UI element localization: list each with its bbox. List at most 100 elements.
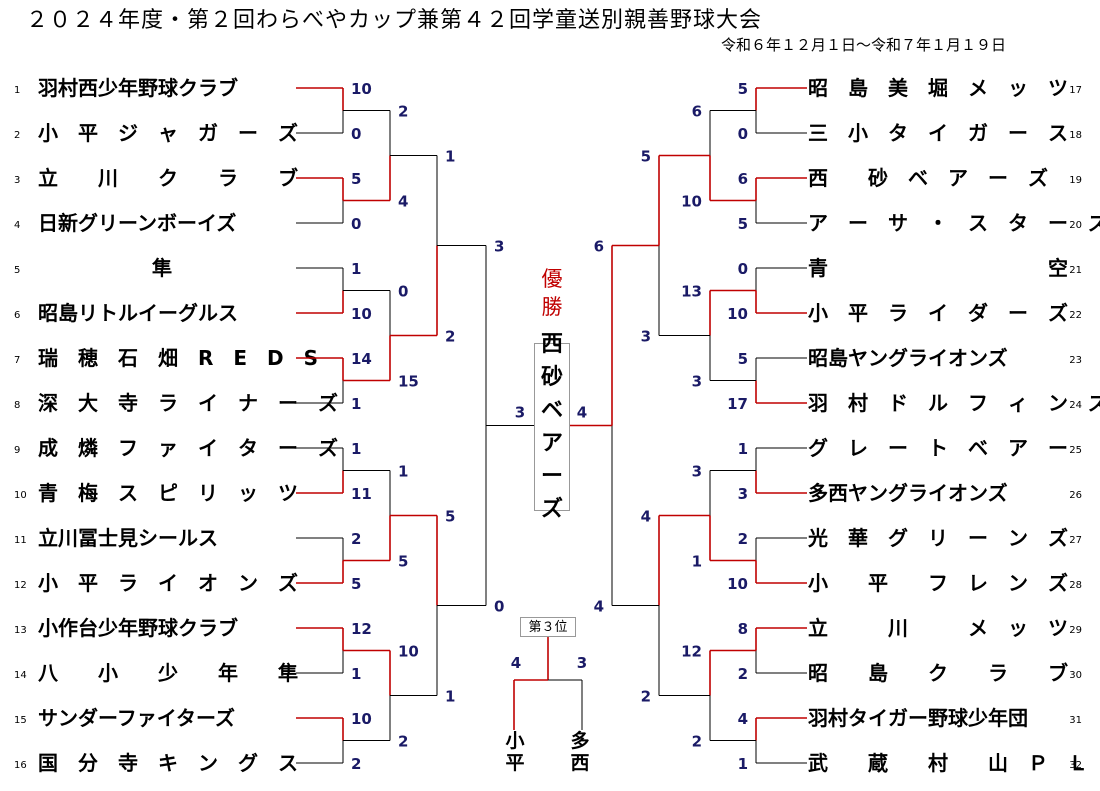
match-score: 1 [738, 755, 748, 773]
match-score: 1 [398, 463, 408, 481]
team-seed: 13 [14, 625, 27, 636]
match-score: 6 [594, 238, 604, 256]
team-name: 八 小 少 年 隼 [38, 661, 298, 685]
match-score: 1 [692, 553, 702, 571]
match-score: 5 [738, 80, 748, 98]
third-place-right-team: 多西 [568, 730, 592, 774]
champion-char: 西 [540, 332, 563, 357]
match-score: 10 [727, 305, 748, 323]
team-name: 三 小 タ イ ガ ー ス [808, 121, 1068, 145]
match-score: 2 [738, 530, 748, 548]
match-score: 0 [738, 125, 748, 143]
team-name: 昭島ヤングライオンズ [808, 346, 1008, 370]
match-score: 0 [494, 598, 504, 616]
match-score: 2 [398, 103, 408, 121]
team-char: 西 [570, 752, 590, 774]
champion-char: ベ [540, 398, 563, 423]
team-name: 昭 島 美 堀 メ ッ ツ [808, 76, 1068, 100]
team-name: 羽村西少年野球クラブ [38, 76, 238, 100]
match-score: 10 [351, 305, 372, 323]
team-name: 多西ヤングライオンズ [808, 481, 1008, 505]
tournament-period: 令和６年１２月１日～令和７年１月１９日 [720, 36, 1006, 54]
match-score: 2 [445, 328, 455, 346]
team-name: 小 平 ラ イ オ ン ズ [38, 571, 298, 595]
match-score: 3 [692, 373, 702, 391]
team-name: グ レ ー ト ベ ア ー [808, 436, 1068, 460]
team-seed: 5 [14, 265, 20, 276]
match-score: 4 [594, 598, 604, 616]
match-score: 17 [727, 395, 748, 413]
match-score: 14 [351, 350, 372, 368]
team-seed: 28 [1069, 580, 1082, 591]
team-seed: 7 [14, 355, 20, 366]
match-score: 12 [681, 643, 702, 661]
team-name: 武 蔵 村 山 Ｐ Ｌ [808, 751, 1088, 775]
third-place-left-team: 小平 [503, 730, 527, 774]
team-name: 青 梅 ス ピ リ ッ ツ [38, 481, 298, 505]
team-char: 平 [505, 752, 525, 774]
match-score: 2 [351, 530, 361, 548]
team-name: 立川冨士見シールス [38, 526, 218, 550]
final-score: 4 [577, 404, 587, 422]
match-score: 4 [738, 710, 748, 728]
team-seed: 1 [14, 85, 20, 96]
team-seed: 12 [14, 580, 27, 591]
team-name: 隼 [152, 256, 172, 280]
match-score: 6 [692, 103, 702, 121]
team-seed: 9 [14, 445, 20, 456]
team-seed: 14 [14, 670, 27, 681]
match-score: 15 [398, 373, 419, 391]
match-score: 8 [738, 620, 748, 638]
team-name: 深 大 寺 ラ イ ナ ー ズ [38, 391, 338, 415]
match-score: 10 [351, 710, 372, 728]
team-name: 小 平 ラ イ ダ ー ズ [808, 301, 1068, 325]
team-seed: 6 [14, 310, 20, 321]
team-name: 立 川 メ ッ ツ [808, 616, 1068, 640]
match-score: 11 [351, 485, 372, 503]
third-place-left-score: 4 [511, 654, 521, 672]
match-score: 6 [738, 170, 748, 188]
team-name: 西 砂 ベ ア ー ズ [808, 166, 1048, 190]
match-score: 5 [351, 575, 361, 593]
page-title: ２０２４年度・第２回わらべやカップ兼第４２回学童送別親善野球大会 [26, 8, 763, 33]
team-name: サンダーファイターズ [38, 706, 235, 730]
team-seed: 20 [1069, 220, 1082, 231]
match-score: 1 [351, 260, 361, 278]
match-score: 5 [738, 215, 748, 233]
team-name: 日新グリーンボーイズ [38, 211, 236, 235]
match-score: 3 [494, 238, 504, 256]
team-seed: 2 [14, 130, 20, 141]
champion-char: ー [540, 464, 563, 489]
match-score: 5 [445, 508, 455, 526]
team-seed: 27 [1069, 535, 1082, 546]
team-seed: 10 [14, 490, 27, 501]
final-score: 3 [515, 404, 525, 422]
team-seed: 16 [14, 760, 27, 771]
team-name: 光 華 グ リ ー ン ズ [807, 526, 1068, 550]
team-name: 成 燐 フ ァ イ タ ー ズ [38, 436, 338, 460]
match-score: 12 [351, 620, 372, 638]
team-seed: 8 [14, 400, 20, 411]
team-name: 小作台少年野球クラブ [38, 616, 238, 640]
team-seed: 3 [14, 175, 20, 186]
match-score: 0 [738, 260, 748, 278]
match-score: 5 [641, 148, 651, 166]
match-score: 1 [738, 440, 748, 458]
team-name: ア ー サ ・ ス タ ー ズ [808, 211, 1100, 235]
team-seed: 22 [1069, 310, 1082, 321]
match-score: 5 [398, 553, 408, 571]
team-seed: 21 [1069, 265, 1082, 276]
match-score: 10 [727, 575, 748, 593]
team-name: 国 分 寺 キ ン グ ス [38, 751, 298, 775]
match-score: 1 [351, 665, 361, 683]
team-seed: 11 [14, 535, 27, 546]
team-seed: 30 [1069, 670, 1082, 681]
match-score: 0 [398, 283, 408, 301]
match-score: 3 [641, 328, 651, 346]
match-score: 2 [398, 733, 408, 751]
winner-label: 優勝 [541, 267, 563, 319]
champion-char: 砂 [540, 365, 563, 390]
champion-char: ア [540, 431, 563, 456]
